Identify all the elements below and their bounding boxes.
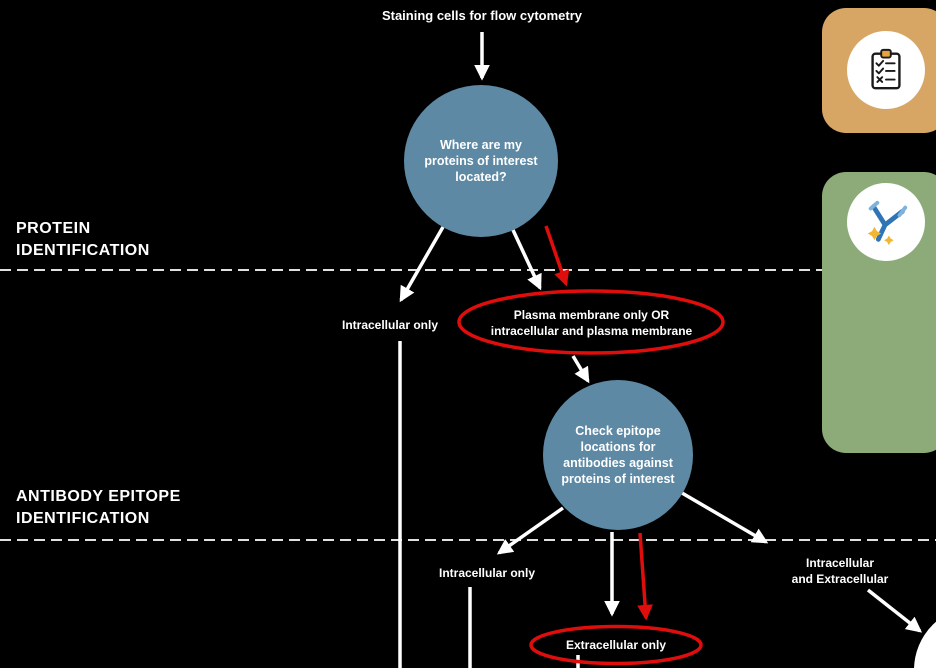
section-label-protein: PROTEIN IDENTIFICATION (16, 220, 150, 260)
card-checklist (822, 8, 936, 133)
checklist-icon (871, 48, 901, 90)
card-antibody-circle (847, 183, 925, 261)
red-arrow-node2-to-extracellular (637, 532, 653, 621)
card-checklist-circle (847, 31, 925, 109)
section-divider-2 (0, 539, 936, 541)
node-check-epitope: Check epitope locations for antibodies a… (543, 380, 693, 530)
red-arrow-node1-to-plasma (544, 225, 570, 287)
card-antibody (822, 172, 936, 453)
label-extracellular-only: Extracellular only (565, 638, 667, 652)
label-intra-and-extra: Intracellular and Extracellular (791, 556, 889, 586)
diagram-title: Staining cells for flow cytometry (381, 8, 583, 23)
arrow-plasma-to-node2 (571, 355, 590, 384)
arrow-node1-to-plasma (511, 229, 542, 291)
arrow-intraextra-continue (866, 588, 923, 633)
antibody-icon (867, 200, 908, 246)
node-where-located-text: Where are my proteins of interest locate… (424, 137, 538, 185)
node-check-epitope-text: Check epitope locations for antibodies a… (561, 423, 675, 487)
node-where-located: Where are my proteins of interest locate… (404, 85, 558, 237)
arrow-node2-to-intracellular (496, 506, 565, 555)
section-label-epitope: ANTIBODY EPITOPE IDENTIFICATION (16, 488, 181, 528)
highlight-ellipse-plasma (457, 289, 725, 355)
label-plasma-or-both: Plasma membrane only OR intracellular an… (490, 308, 693, 338)
arrow-node2-to-intraextra (681, 491, 769, 544)
label-intracellular-only-protein: Intracellular only (341, 318, 439, 332)
label-intracellular-only-epitope: Intracellular only (438, 566, 536, 580)
partial-node-bottom-right (914, 621, 936, 668)
arrow-node1-to-intracellular (399, 226, 445, 303)
section-divider-1 (0, 269, 936, 271)
highlight-ellipse-extracellular (529, 624, 703, 666)
